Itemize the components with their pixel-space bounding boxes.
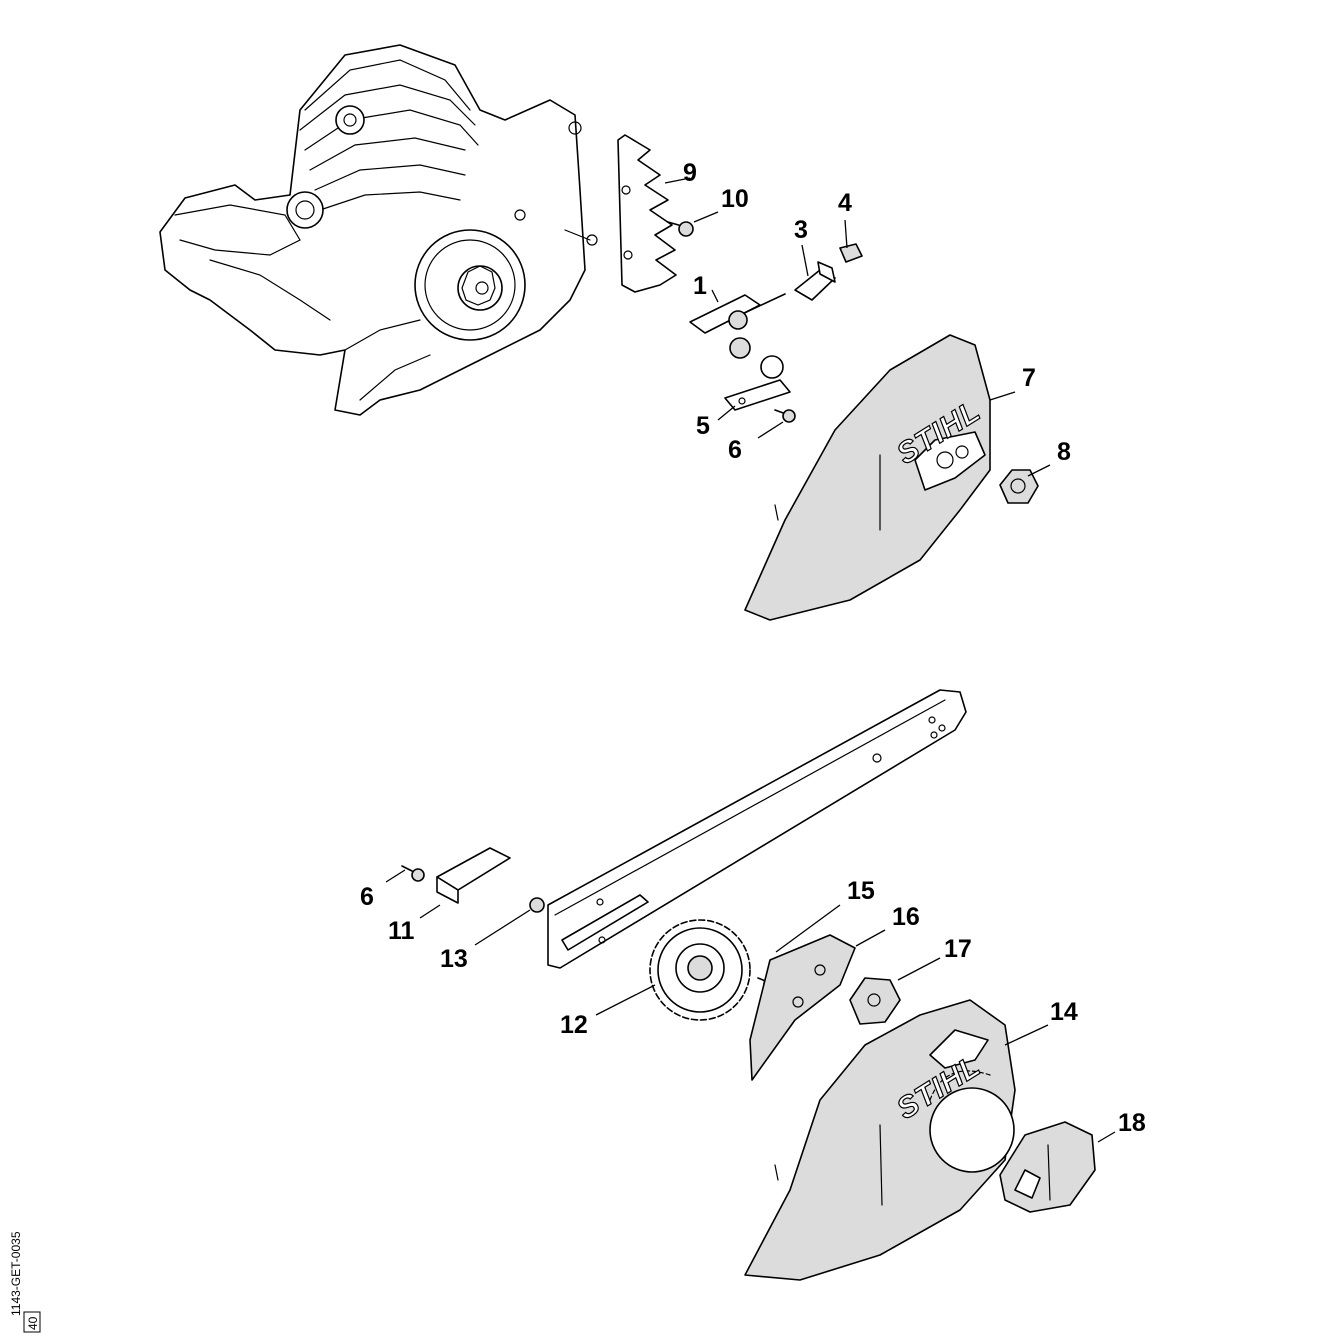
drawing-reference: 1143-GET-0035 40	[9, 1231, 41, 1333]
callout-9: 9	[683, 159, 697, 187]
part-6-screw-upper	[774, 409, 796, 423]
callout-3: 3	[794, 216, 808, 244]
part-3-chain-catcher	[794, 261, 836, 301]
leader-7	[989, 391, 1016, 401]
guide-bar	[547, 689, 967, 969]
leader-14	[1004, 1024, 1049, 1046]
callout-5: 5	[696, 412, 710, 440]
part-10-screw	[667, 221, 694, 237]
leader-15	[775, 904, 841, 953]
drawing-code: 1143-GET-0035	[9, 1231, 23, 1316]
callout-4: 4	[838, 189, 852, 217]
leader-1	[711, 289, 719, 303]
leader-5	[717, 405, 736, 421]
leader-lines	[385, 177, 1116, 1143]
leader-9	[664, 177, 691, 184]
callout-7: 7	[1022, 364, 1036, 392]
leader-13	[474, 909, 531, 946]
part-13-screw	[529, 897, 545, 913]
leader-6b	[385, 869, 406, 883]
callout-6-lower: 6	[360, 883, 374, 911]
callout-17: 17	[944, 935, 972, 963]
part-1-chain-tensioner	[689, 293, 791, 411]
part-12-rim-sprocket	[649, 919, 751, 1021]
leader-10	[693, 211, 719, 223]
engine-housing	[159, 44, 598, 416]
leader-11	[419, 904, 441, 919]
leader-18	[1097, 1131, 1116, 1143]
callout-1: 1	[693, 272, 707, 300]
part-18-cover-cap	[999, 1121, 1096, 1213]
page-number-box	[23, 1311, 41, 1333]
leader-4	[844, 219, 848, 249]
callout-14: 14	[1050, 998, 1078, 1026]
leader-6a	[757, 421, 784, 439]
callout-10: 10	[721, 185, 749, 213]
part-9-bumper-spike	[617, 134, 677, 293]
callout-6-upper: 6	[728, 436, 742, 464]
part-7-sprocket-cover: STIHL	[744, 334, 991, 621]
callout-12: 12	[560, 1011, 588, 1039]
callout-11: 11	[388, 917, 415, 945]
leader-16	[855, 929, 886, 947]
callout-8: 8	[1057, 438, 1071, 466]
callout-numbers: 9 10 3 4 1 5 6 7 8 6 11 13 12 15 16 17 1…	[360, 159, 1146, 1137]
callout-16: 16	[892, 903, 920, 931]
callout-18: 18	[1118, 1109, 1146, 1137]
part-4-clip	[839, 243, 863, 263]
part-11-slide-block	[436, 847, 511, 904]
page-number: 40	[26, 1316, 40, 1330]
part-14-sprocket-cover: STIHL	[744, 999, 1016, 1281]
part-8-collar-nut	[999, 469, 1039, 504]
part-16-deflector-plate	[749, 934, 856, 1081]
leader-8	[1027, 464, 1051, 477]
part-6-screw-lower	[401, 865, 425, 882]
leader-17	[897, 957, 941, 981]
leader-3	[801, 244, 809, 277]
part-17-adjuster-knob	[849, 977, 901, 1025]
callout-15: 15	[847, 877, 875, 905]
callout-13: 13	[440, 945, 468, 973]
leader-12	[595, 984, 656, 1016]
